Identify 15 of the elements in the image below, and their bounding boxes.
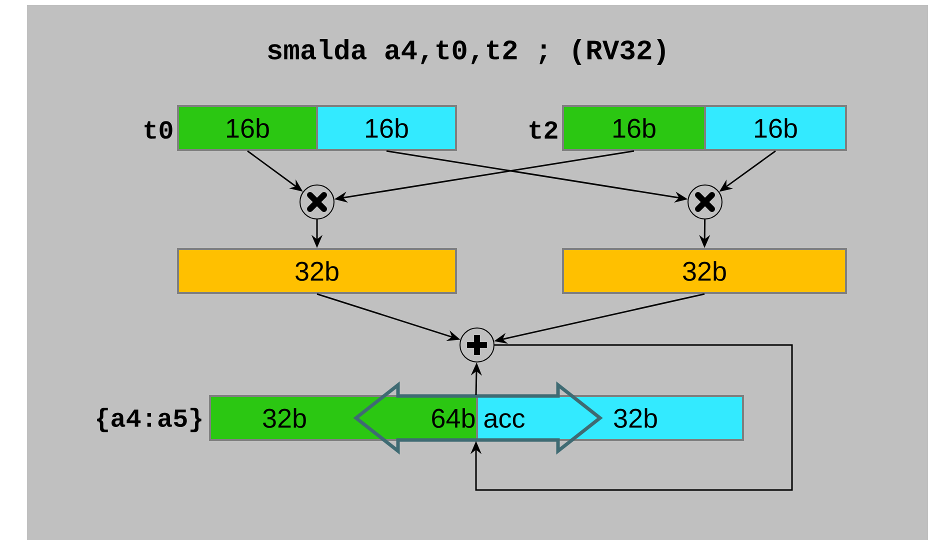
register-field: 16b [316,105,457,151]
multiply-symbol [688,184,722,220]
register-field: 32b [562,248,847,294]
multiply-symbol [300,184,334,220]
register-field: 32b [177,248,457,294]
title: smalda a4,t0,t2 ; (RV32) [268,38,665,66]
register-name: t0 [144,121,172,139]
register-field: 16b [562,105,706,151]
register-name: {a4:a5} [97,408,202,432]
register-field: 16b [177,105,318,151]
add-symbol [460,327,494,362]
register-field: 16b [704,105,847,151]
register-name: t2 [530,121,558,139]
edge-label: 64b acc [432,408,525,428]
arrow [470,344,793,491]
